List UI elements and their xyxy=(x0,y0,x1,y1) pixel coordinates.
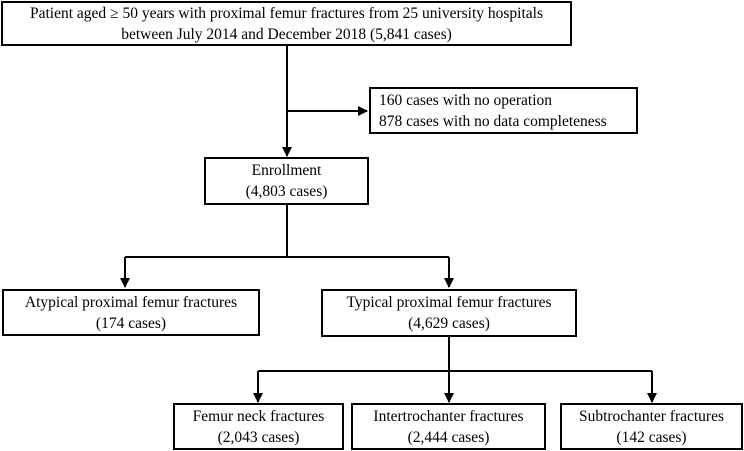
enrollment-box: Enrollment (4,803 cases) xyxy=(204,157,369,205)
typical-fractures-line2: (4,629 cases) xyxy=(408,315,490,332)
subtrochanter-fractures-line1: Subtrochanter fractures xyxy=(578,407,725,425)
atypical-fractures-line2: (174 cases) xyxy=(95,314,167,332)
exclusion-line1: 160 cases with no operation xyxy=(379,91,553,109)
exclusion-box: 160 cases with no operation 878 cases wi… xyxy=(369,87,638,134)
femur-neck-fractures-line2: (2,043 cases) xyxy=(217,428,300,446)
source-population-line2: between July 2014 and December 2018 (5,8… xyxy=(121,25,452,43)
source-population-line1: Patient aged ≥ 50 years with proximal fe… xyxy=(30,4,543,22)
exclusion-line2: 878 cases with no data completeness xyxy=(379,112,607,130)
atypical-fractures-box: Atypical proximal femur fractures (174 c… xyxy=(2,289,260,336)
enrollment-line1: Enrollment xyxy=(251,162,322,179)
subtrochanter-fractures-line2: (142 cases) xyxy=(616,428,687,446)
typical-fractures-line1: Typical proximal femur fractures xyxy=(346,294,552,311)
intertrochanter-fractures-box: Intertrochanter fractures (2,444 cases) xyxy=(351,403,546,450)
intertrochanter-fractures-line1: Intertrochanter fractures xyxy=(373,407,524,425)
source-population-box: Patient aged ≥ 50 years with proximal fe… xyxy=(1,1,572,46)
femur-neck-fractures-box: Femur neck fractures (2,043 cases) xyxy=(173,403,344,450)
subtrochanter-fractures-box: Subtrochanter fractures (142 cases) xyxy=(560,403,743,450)
typical-fractures-box: Typical proximal femur fractures (4,629 … xyxy=(321,289,577,337)
femur-neck-fractures-line1: Femur neck fractures xyxy=(192,407,325,425)
intertrochanter-fractures-line2: (2,444 cases) xyxy=(407,428,490,446)
atypical-fractures-line1: Atypical proximal femur fractures xyxy=(24,293,238,311)
enrollment-line2: (4,803 cases) xyxy=(245,183,328,200)
